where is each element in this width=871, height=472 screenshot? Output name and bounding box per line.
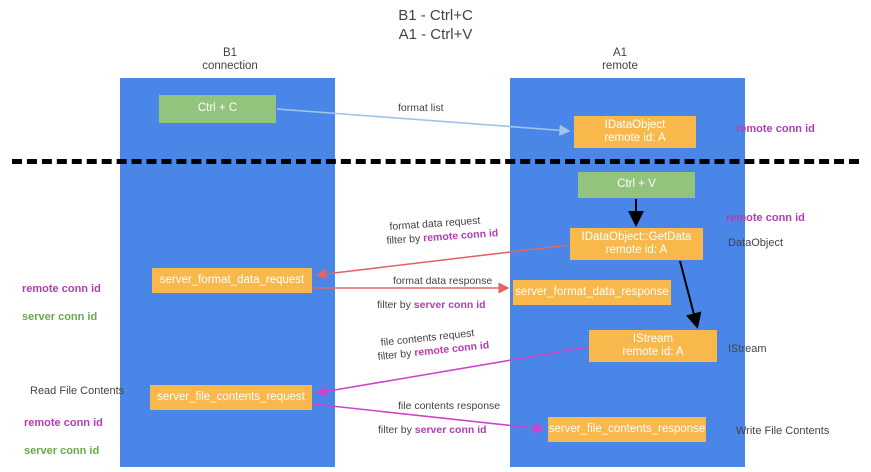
edge-label-format-data-response-filter: filter by server conn id bbox=[377, 298, 486, 312]
node-server-file-contents-response[interactable]: server_file_contents_response bbox=[548, 417, 706, 442]
lane-header-a1: A1 remote bbox=[602, 47, 638, 72]
filter-prefix: filter by bbox=[377, 347, 415, 363]
edge-label-file-contents-response-filter: filter by server conn id bbox=[378, 423, 487, 437]
filter-prefix: filter by bbox=[386, 232, 424, 247]
annotation-dataobject: DataObject bbox=[728, 237, 784, 249]
node-ctrl-c[interactable]: Ctrl + C bbox=[159, 95, 276, 123]
annotation-left-bottom-conn-ids: remote conn id server conn id bbox=[24, 402, 103, 472]
edge-label-format-list: format list bbox=[398, 102, 444, 114]
annotation-server-conn-id: server conn id bbox=[24, 445, 100, 457]
edge-getdata-to-istream bbox=[679, 260, 702, 329]
filter-prefix: filter by bbox=[378, 424, 415, 436]
lane-header-b1: B1 connection bbox=[202, 47, 258, 72]
annotation-server-conn-id: server conn id bbox=[22, 311, 98, 323]
edge-label-file-contents-response: file contents response bbox=[398, 400, 501, 412]
filter-key: server conn id bbox=[413, 299, 486, 311]
node-server-format-data-request[interactable]: server_format_data_request bbox=[152, 268, 312, 293]
filter-prefix: filter by bbox=[377, 299, 414, 311]
annotation-read-file-contents: Read File Contents bbox=[30, 385, 125, 397]
page-title: B1 - Ctrl+C A1 - Ctrl+V bbox=[398, 7, 473, 43]
annotation-write-file-contents: Write File Contents bbox=[736, 425, 830, 437]
section-divider bbox=[12, 159, 859, 164]
node-server-format-data-response[interactable]: server_format_data_response bbox=[513, 280, 671, 305]
node-istream[interactable]: IStream remote id: A bbox=[589, 330, 717, 362]
node-idataobject-getdata[interactable]: IDataObject::GetData remote id: A bbox=[570, 228, 703, 260]
annotation-remote-conn-id-mid: remote conn id bbox=[726, 212, 805, 224]
annotation-left-conn-ids: remote conn id server conn id bbox=[22, 268, 101, 338]
node-server-file-contents-request[interactable]: server_file_contents_request bbox=[150, 385, 312, 410]
edge-label-format-data-response: format data response bbox=[393, 275, 493, 287]
edge-file-contents-request bbox=[315, 346, 589, 397]
edge-format-data-request bbox=[315, 244, 570, 280]
annotation-remote-conn-id: remote conn id bbox=[22, 283, 101, 295]
node-ctrl-v[interactable]: Ctrl + V bbox=[578, 172, 695, 198]
annotation-remote-conn-id-top: remote conn id bbox=[736, 123, 815, 135]
node-idataobject[interactable]: IDataObject remote id: A bbox=[574, 116, 696, 148]
annotation-remote-conn-id: remote conn id bbox=[24, 417, 103, 429]
edge-file-contents-response bbox=[312, 403, 545, 434]
annotation-istream: IStream bbox=[728, 343, 767, 355]
edge-format-list bbox=[276, 108, 571, 136]
filter-key: server conn id bbox=[414, 424, 487, 436]
